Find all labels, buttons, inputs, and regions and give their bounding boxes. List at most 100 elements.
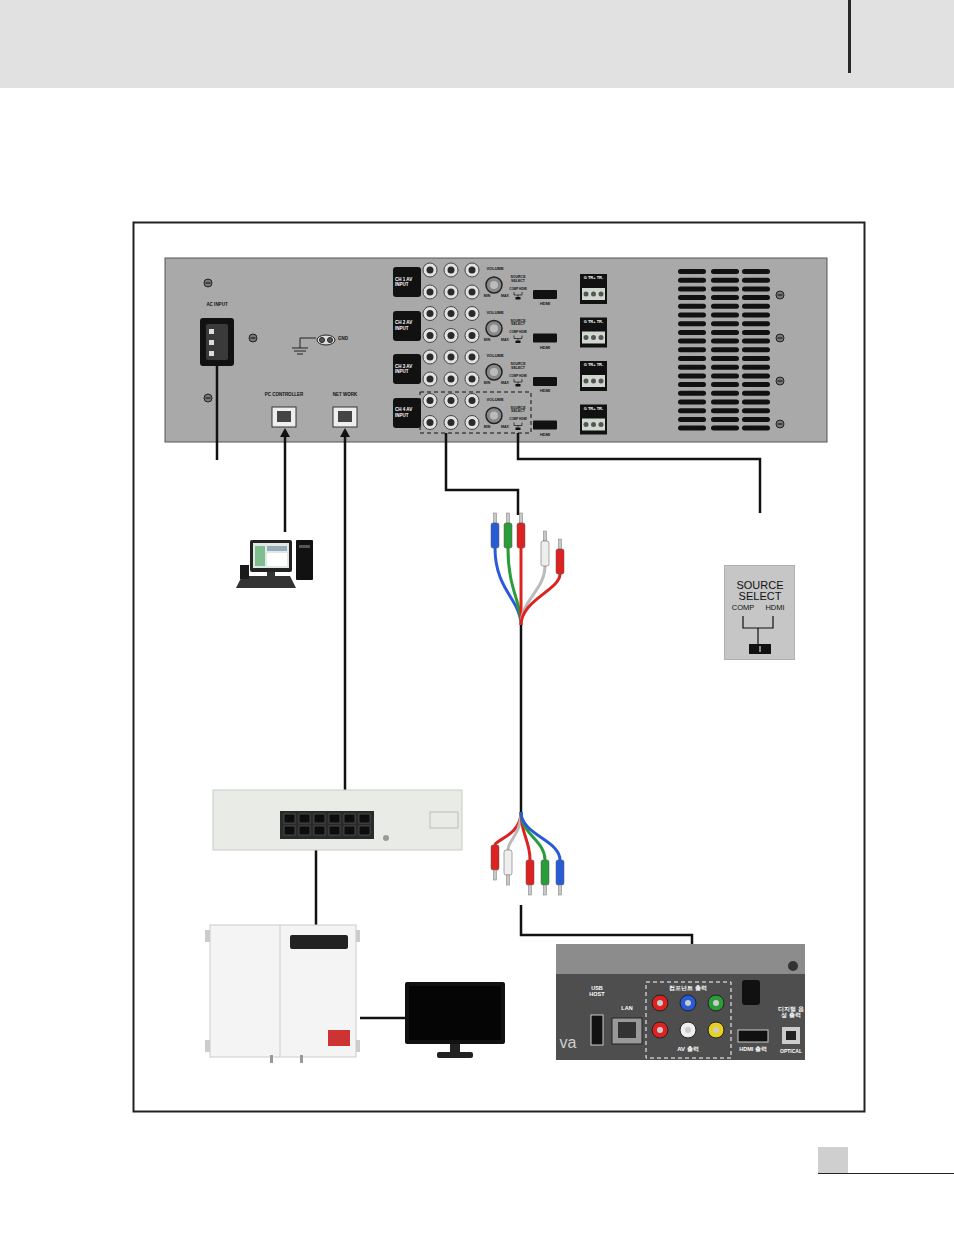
switch-mark [760, 646, 761, 652]
drawing-rect [210, 925, 356, 1057]
drawing-line [344, 434, 347, 790]
rca-jack-center [448, 267, 455, 274]
rca-jack-center [469, 310, 476, 317]
volume-knob-cap [490, 281, 498, 289]
switch-port [284, 826, 295, 835]
drawing-line [520, 625, 523, 812]
panel-label: AC INPUT [206, 303, 227, 308]
plug-body [556, 549, 564, 574]
rca-jack [423, 372, 437, 386]
rca-jack-center [448, 310, 455, 317]
drawing-line [315, 850, 318, 925]
drawing-rect [277, 411, 291, 422]
plug-body [517, 523, 525, 548]
terminal-screw [599, 379, 604, 384]
channel-label-box: CH 3 AV INPUT [393, 354, 421, 384]
rca-jack [465, 372, 479, 386]
vent-slot [711, 321, 739, 326]
switch-lever [749, 644, 771, 654]
vent-slot [742, 321, 770, 326]
drawing-rect [405, 982, 505, 1044]
vent-slot [711, 313, 739, 318]
panel-label: COMP HDMI [509, 375, 526, 378]
player-jack-pin [657, 1027, 663, 1033]
player-label: 디지털 음성 출력 [778, 1006, 804, 1018]
switch-port [299, 814, 310, 823]
plug-tip [529, 885, 532, 895]
vent-slot [678, 330, 706, 335]
drawing-rect [328, 1030, 350, 1046]
drawing-rect [591, 1015, 603, 1045]
drawing-line [216, 366, 219, 460]
vent-slot [678, 356, 706, 361]
vent-slot [711, 278, 739, 283]
screw-slot [206, 398, 211, 399]
plug-body [504, 850, 512, 875]
drawing-rect [255, 546, 265, 566]
rca-jack [423, 307, 437, 321]
outer-frame [134, 223, 865, 1112]
drawing-rect [333, 407, 357, 427]
pc-computer [236, 540, 313, 588]
vent-slot [678, 295, 706, 300]
rca-jack-center [448, 354, 455, 361]
volume-knob [486, 408, 502, 424]
rca-jack [444, 416, 458, 430]
rca-jack-center [427, 419, 434, 426]
drawing-rect [267, 572, 275, 576]
source-switch [514, 336, 522, 341]
panel-label: NET WORK [333, 393, 358, 398]
vent-slot [742, 339, 770, 344]
vent-slot [678, 313, 706, 318]
vent-slot [678, 373, 706, 378]
rca-jack-center [469, 267, 476, 274]
plug-tip [507, 875, 510, 885]
player-jack-pin [657, 1000, 663, 1006]
rca-jack [423, 285, 437, 299]
vent-slot [742, 382, 770, 387]
player-jack-pin [685, 1027, 691, 1033]
vent-slot [742, 286, 770, 291]
vent-slot [678, 417, 706, 422]
plug-body [526, 860, 534, 885]
screw-slot [778, 424, 783, 425]
panel-label: G TR+ TR- [584, 407, 604, 411]
rca-jack-center [469, 376, 476, 383]
drawing-circle [328, 338, 333, 343]
source-switch-lever [516, 428, 521, 431]
cable-wire [508, 812, 521, 850]
player-label: 컴포넌트 출력 [669, 985, 707, 992]
drawing-rect [296, 540, 313, 580]
vent-slot [678, 400, 706, 405]
vent-slot [742, 365, 770, 370]
drawing-rect [270, 1055, 273, 1063]
plug-body [504, 523, 512, 548]
vent-slot [678, 426, 706, 431]
switch-port [359, 814, 370, 823]
vent-slot [678, 321, 706, 326]
panel-label: SOURCE SELECT [508, 276, 528, 284]
vent-slot [742, 373, 770, 378]
rca-jack [465, 350, 479, 364]
vent-slot [678, 339, 706, 344]
vent-slot [711, 408, 739, 413]
rca-jack [444, 350, 458, 364]
panel-label: COMP HDMI [509, 331, 526, 334]
vent-slot [711, 391, 739, 396]
switch-port [299, 826, 310, 835]
rca-jack-center [427, 397, 434, 404]
panel-label: MIN [484, 295, 490, 299]
vent-slot [742, 330, 770, 335]
rca-jack-center [427, 332, 434, 339]
vent-slot [711, 269, 739, 274]
panel-label: COMP HDMI [509, 418, 526, 421]
vent-slot [742, 391, 770, 396]
panel-label: G TR+ TR- [584, 320, 604, 324]
terminal-screw [591, 422, 596, 427]
drawing-circle [788, 961, 798, 971]
panel-label: HDMI [540, 389, 550, 393]
panel-label: VOLUME [486, 311, 503, 315]
screw [776, 334, 784, 342]
rca-jack [465, 307, 479, 321]
inset-title: SOURCE SELECT [730, 580, 790, 602]
